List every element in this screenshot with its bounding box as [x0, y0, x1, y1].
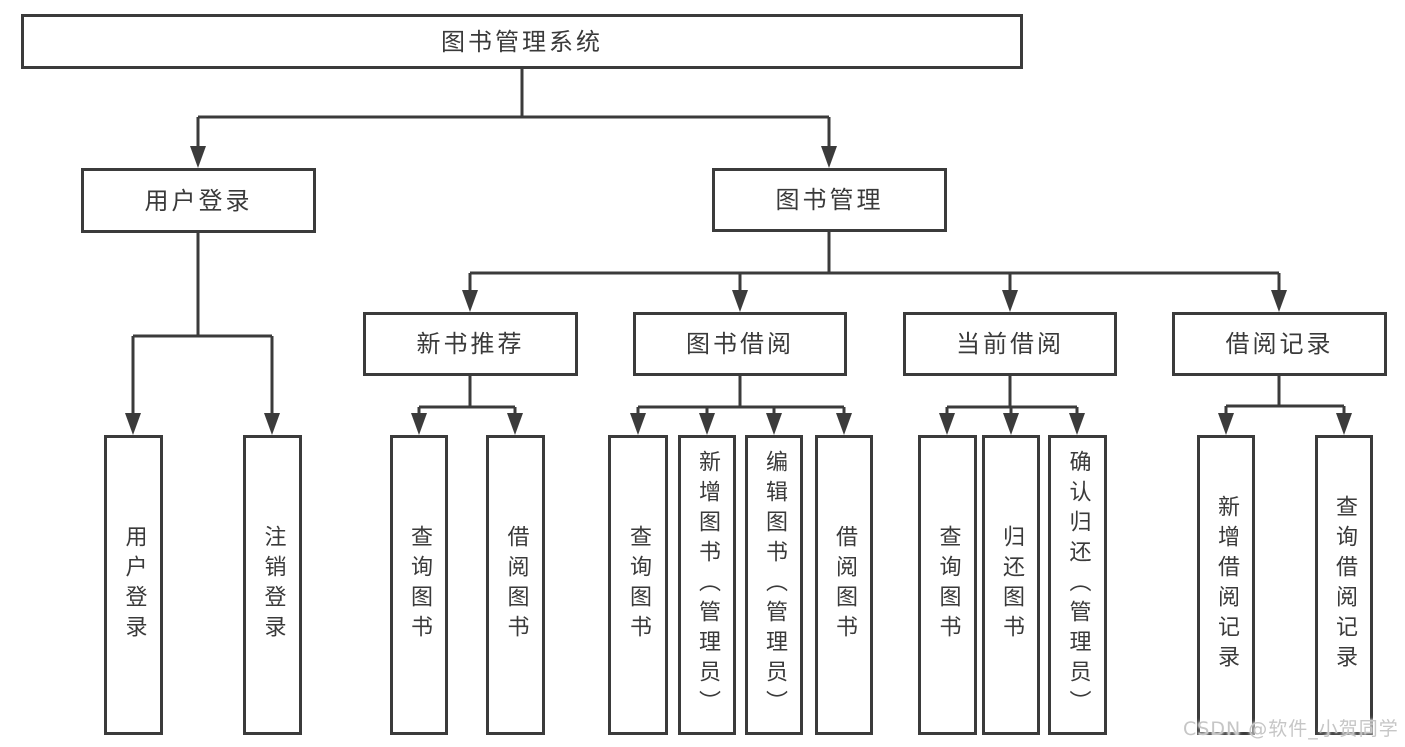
arrowhead — [939, 413, 955, 435]
arrowhead — [836, 413, 852, 435]
connector-book-management-to-level2 — [468, 232, 1281, 294]
arrowhead — [699, 413, 715, 435]
arrowhead — [821, 146, 837, 168]
leaf-logout: 注销登录 — [243, 435, 302, 735]
leaf-query-books-current: 查询图书 — [918, 435, 977, 735]
node-book-borrowing: 图书借阅 — [633, 312, 847, 376]
connector-root-to-level1 — [196, 69, 831, 150]
arrowhead — [1271, 290, 1287, 312]
arrowhead — [766, 413, 782, 435]
node-new-book-recommend: 新书推荐 — [363, 312, 578, 376]
arrowheads — [125, 146, 1352, 435]
connector-borrowing-records-to-leaves — [1224, 376, 1346, 417]
arrowhead — [411, 413, 427, 435]
arrowhead — [630, 413, 646, 435]
leaf-query-borrow-record: 查询借阅记录 — [1315, 435, 1373, 735]
leaf-borrow-books-recommend: 借阅图书 — [486, 435, 545, 735]
connector-user-login-to-leaves — [131, 233, 274, 417]
leaf-query-books-borrowing: 查询图书 — [608, 435, 668, 735]
arrowhead — [264, 413, 280, 435]
node-user-login: 用户登录 — [81, 168, 316, 233]
connector-current-borrowing-to-leaves — [945, 376, 1079, 417]
arrowhead — [1003, 413, 1019, 435]
leaf-query-books-recommend: 查询图书 — [390, 435, 448, 735]
leaf-edit-books-admin: 编辑图书（管理员） — [745, 435, 803, 735]
csdn-watermark: CSDN @软件_小贺同学 — [1183, 718, 1399, 740]
arrowhead — [190, 146, 206, 168]
node-current-borrowing: 当前借阅 — [903, 312, 1117, 376]
leaf-return-books: 归还图书 — [982, 435, 1040, 735]
connector-new-book-recommend-to-leaves — [417, 376, 517, 417]
node-book-management: 图书管理 — [712, 168, 947, 232]
arrowhead — [462, 290, 478, 312]
arrowhead — [732, 290, 748, 312]
node-borrowing-records: 借阅记录 — [1172, 312, 1387, 376]
arrowhead — [507, 413, 523, 435]
arrowhead — [1002, 290, 1018, 312]
leaf-user-login: 用户登录 — [104, 435, 163, 735]
arrowhead — [1336, 413, 1352, 435]
node-root: 图书管理系统 — [21, 14, 1023, 69]
leaf-add-books-admin: 新增图书（管理员） — [678, 435, 736, 735]
arrowhead — [1218, 413, 1234, 435]
leaf-borrow-books: 借阅图书 — [815, 435, 873, 735]
arrowhead — [1069, 413, 1085, 435]
leaf-confirm-return-admin: 确认归还（管理员） — [1048, 435, 1107, 735]
arrowhead — [125, 413, 141, 435]
leaf-add-borrow-record: 新增借阅记录 — [1197, 435, 1255, 735]
connector-book-borrowing-to-leaves — [636, 376, 846, 417]
